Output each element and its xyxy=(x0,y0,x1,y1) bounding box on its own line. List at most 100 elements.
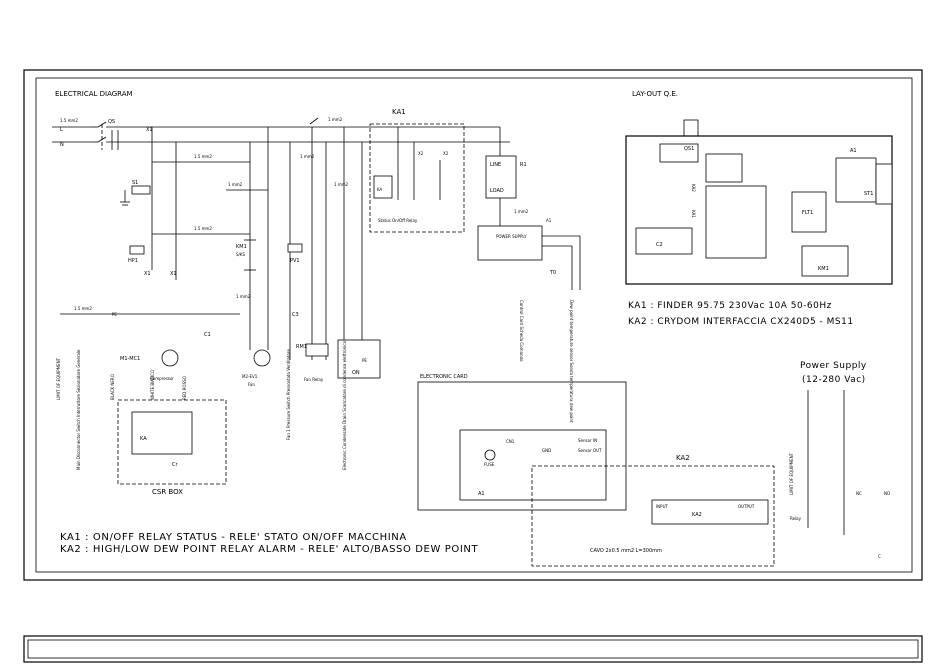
label-PV1: PV1 xyxy=(290,258,300,264)
ka1-title: KA1 xyxy=(392,108,406,116)
label-gnd: GND xyxy=(542,448,551,453)
spec-ka2: KA2 : CRYDOM INTERFACCIA CX240D5 - MS11 xyxy=(628,317,854,327)
wire-label: 1 mm2 xyxy=(328,117,343,122)
layout-A1: A1 xyxy=(850,148,857,154)
label-KM1: KM1 xyxy=(236,244,247,250)
card-a1 xyxy=(459,429,607,501)
legend-ka2: KA2 : HIGH/LOW DEW POINT RELAY ALARM - R… xyxy=(60,544,478,555)
compressor-motor xyxy=(161,349,179,367)
label-FE: PE xyxy=(112,312,117,317)
label-line: LINE xyxy=(490,162,501,168)
label-R1: R1 xyxy=(520,162,527,168)
label-L: L xyxy=(60,127,63,133)
wire-label: 1 mm2 xyxy=(514,209,529,214)
label-fuse: FUSE xyxy=(484,462,495,467)
wire-label: 1.5 mm2 xyxy=(194,226,212,231)
label-C1: C1 xyxy=(204,332,211,338)
label-M2: M2-EV1 xyxy=(242,374,258,379)
layout-KM1: KM1 xyxy=(818,266,829,272)
terminal-strip xyxy=(705,185,767,259)
main-switch-label: Main Disconnector Switch Interruttore Se… xyxy=(76,349,81,470)
wire-label: 1 mm2 xyxy=(228,182,243,187)
power-supply-module xyxy=(477,225,543,261)
label-SKS: S/KS xyxy=(236,252,246,257)
label-X1: X1 xyxy=(146,127,153,133)
fan-pressure-label: Fan 1 Pressure Switch Pressostato Ventil… xyxy=(286,349,291,440)
wire-label: 1 mm2 xyxy=(334,182,349,187)
label-nc: NC xyxy=(856,491,862,496)
wire-label: 1.5 mm2 xyxy=(74,306,92,311)
layout-panel: QS1 A1 ST1 KA2 KA1 FLT1 C2 KM1 xyxy=(625,119,893,285)
label-compressor: Compressor xyxy=(150,376,174,381)
limit-equipment-right: LIMIT OF EQUIPMENT xyxy=(789,452,794,495)
status-relay-label: Status On/Off Relay xyxy=(378,218,418,223)
layout-ST1: ST1 xyxy=(864,191,873,197)
label-RM1: RM1 xyxy=(296,344,307,350)
main-bus: 1.5 mm2 L N QS X1 1 mm2 xyxy=(52,117,510,150)
csr-box xyxy=(117,399,227,485)
label-CN1: CN1 xyxy=(506,439,515,444)
label-fan-relay: Fan Relay xyxy=(304,377,324,382)
label-M1: M1-MC1 xyxy=(120,356,140,362)
electrical-diagram-title: ELECTRICAL DIAGRAM xyxy=(55,90,133,98)
spec-ka1: KA1 : FINDER 95.75 230Vac 10A 50-60Hz xyxy=(628,301,832,311)
ps-box-label: POWER SUPPLY xyxy=(496,234,527,239)
label-sensor-out: Sensor OUT xyxy=(578,448,602,453)
power-supply-range: (12-280 Vac) xyxy=(802,375,866,385)
red-wire: RED ROSSO xyxy=(182,376,187,400)
black-wire: BLACK NERO xyxy=(110,374,115,400)
label-no: NO xyxy=(884,491,890,496)
label-sensor-in: Sensor IN xyxy=(578,438,597,443)
ka2-box xyxy=(531,465,775,567)
layout-C2: C2 xyxy=(656,242,663,248)
label-relay: Relay xyxy=(790,516,802,521)
control-card-label: Control Card Scheda Comando xyxy=(519,300,524,362)
wire-label: 1 mm2 xyxy=(236,294,251,299)
ka2-output: OUTPUT xyxy=(738,504,755,509)
ka1-box xyxy=(369,123,465,233)
label-ka-csr: KA xyxy=(140,436,147,442)
limit-equipment-left: LIMIT OF EQUIPMENT xyxy=(56,357,61,400)
ka2-module xyxy=(651,499,769,525)
label-X2: X2 xyxy=(418,151,424,156)
layout-title: LAY-OUT Q.E. xyxy=(632,90,678,98)
line-load-block xyxy=(485,155,517,199)
label-HP1: HP1 xyxy=(128,258,138,264)
power-supply-title: Power Supply xyxy=(800,361,867,371)
temp-sensor-label: Dew point temperature sensor Sonda tempe… xyxy=(569,300,574,423)
wire-label: 1.5 mm2 xyxy=(194,154,212,159)
ka2-label: KA2 xyxy=(692,512,702,518)
rungs: 1.5 mm2 1.5 mm2 S1 HP1 X1 X1 1 mm2 KM1 S… xyxy=(120,127,381,382)
wire-label: 1.5 mm2 xyxy=(60,118,78,123)
white-wire: WHITE BIANCO xyxy=(150,370,155,400)
inner-frame xyxy=(35,77,913,573)
title-block-frame xyxy=(23,635,923,663)
label-fan: Fan xyxy=(248,382,255,387)
condensate-drain xyxy=(337,339,381,379)
layout-KA1: KA1 xyxy=(691,210,696,218)
label-load: LOAD xyxy=(490,188,504,194)
label-S1: S1 xyxy=(132,180,138,186)
csr-box-label: CSR BOX xyxy=(152,488,183,496)
label-cr: Cr xyxy=(172,462,178,468)
legend-ka1: KA1 : ON/OFF RELAY STATUS - RELE' STATO … xyxy=(60,532,407,543)
cable-label: CAVO 2x0.5 mm2 L=300mm xyxy=(590,548,662,554)
wire-label: 1 mm2 xyxy=(300,154,315,159)
ka2-title: KA2 xyxy=(676,454,690,462)
label-X2b: X2 xyxy=(443,151,449,156)
label-PE: PE xyxy=(362,358,367,363)
layout-KA2: KA2 xyxy=(691,184,696,192)
fan-motor xyxy=(253,349,271,367)
outer-frame xyxy=(23,69,923,581)
label-A1: A1 xyxy=(546,218,552,223)
label-c: C xyxy=(878,554,881,559)
layout-enclosure xyxy=(625,135,893,285)
label-QS: QS xyxy=(108,119,115,125)
label-X1c: X1 xyxy=(170,271,177,277)
electronic-card-box xyxy=(417,381,627,511)
title-block-inner xyxy=(27,639,919,659)
electronic-card-title: ELECTRONIC CARD xyxy=(420,374,468,380)
label-C3: C3 xyxy=(292,312,299,318)
